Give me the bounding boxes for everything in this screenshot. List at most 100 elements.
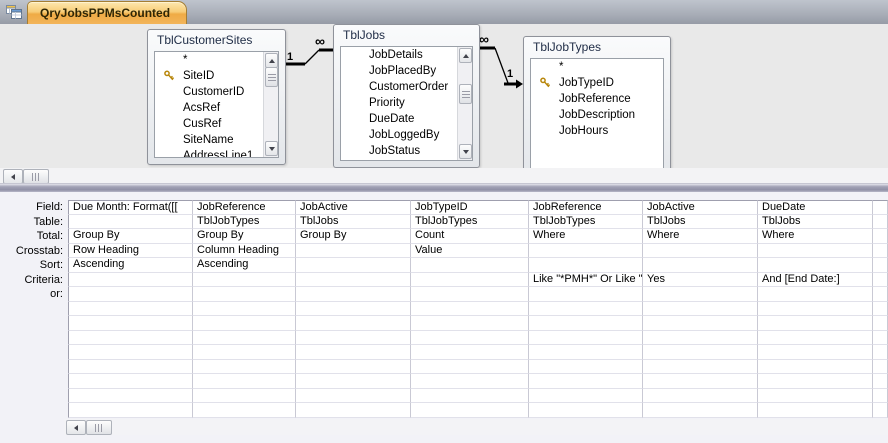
grid-cell-blank-col7[interactable] (758, 316, 873, 331)
grid-cell-blank-col6[interactable] (643, 316, 758, 331)
grid-cell-criteria-col5[interactable]: Like "*PMH*" Or Like " (529, 272, 643, 287)
grid-cell-crosstab-col4[interactable]: Value (411, 243, 529, 258)
scroll-down-button[interactable] (265, 141, 278, 156)
scroll-thumb[interactable] (459, 84, 472, 104)
field-item-customerorder[interactable]: CustomerOrder (341, 79, 472, 95)
grid-cell-field-col2[interactable]: JobReference (193, 200, 296, 215)
grid-cell-blank-col4[interactable] (411, 316, 529, 331)
grid-cell-blank-col7[interactable] (758, 301, 873, 316)
grid-cell-field-col1[interactable]: Due Month: Format([[ (68, 200, 193, 215)
grid-cell-criteria-col7[interactable]: And [End Date:] (758, 272, 873, 287)
grid-cell-blank-col4[interactable] (411, 345, 529, 360)
grid-cell-or-col2[interactable] (193, 287, 296, 302)
grid-cell-blank-col2[interactable] (193, 316, 296, 331)
grid-cell-blank-col7[interactable] (758, 403, 873, 418)
field-list-scrollbar[interactable] (263, 52, 278, 157)
join-lines[interactable] (0, 24, 888, 168)
grid-cell-blank-col4[interactable] (411, 301, 529, 316)
grid-cell-blank-col5[interactable] (529, 403, 643, 418)
grid-cell-table-col2[interactable]: TblJobTypes (193, 214, 296, 229)
grid-cell-table-col3[interactable]: TblJobs (296, 214, 411, 229)
field-item-addressline1[interactable]: AddressLine1 (155, 148, 278, 157)
grid-cell-total-col7[interactable]: Where (758, 229, 873, 244)
grid-cell-blank-col6[interactable] (643, 330, 758, 345)
grid-cell-criteria-col6[interactable]: Yes (643, 272, 758, 287)
field-item-sitename[interactable]: SiteName (155, 132, 278, 148)
field-item-jobstatus[interactable]: JobStatus (341, 143, 472, 159)
grid-cell-field-col7[interactable]: DueDate (758, 200, 873, 215)
grid-cell-blank-col4[interactable] (411, 359, 529, 374)
grid-cell-blank-col2[interactable] (193, 345, 296, 360)
grid-cell-or-col3[interactable] (296, 287, 411, 302)
grid-cell-blank-col4[interactable] (411, 403, 529, 418)
grid-cell-blank-col6[interactable] (643, 403, 758, 418)
grid-cell-blank-col8[interactable] (873, 403, 888, 418)
scroll-up-button[interactable] (459, 48, 472, 63)
scroll-down-button[interactable] (459, 144, 472, 159)
field-item-cusref[interactable]: CusRef (155, 116, 278, 132)
field-item-customerid[interactable]: CustomerID (155, 84, 278, 100)
grid-cell-table-col6[interactable]: TblJobs (643, 214, 758, 229)
grid-cell-blank-col8[interactable] (873, 316, 888, 331)
grid-cell-blank-col8[interactable] (873, 301, 888, 316)
grid-cell-blank-col5[interactable] (529, 388, 643, 403)
grid-cell-field-col3[interactable]: JobActive (296, 200, 411, 215)
grid-cell-blank-col2[interactable] (193, 388, 296, 403)
grid-cell-blank-col7[interactable] (758, 330, 873, 345)
grid-cell-blank-col3[interactable] (296, 359, 411, 374)
grid-cell-blank-col2[interactable] (193, 374, 296, 389)
grid-cell-criteria-col2[interactable] (193, 272, 296, 287)
grid-cell-table-col7[interactable]: TblJobs (758, 214, 873, 229)
table-title[interactable]: TblJobs (343, 28, 386, 42)
scroll-up-button[interactable] (265, 53, 278, 68)
grid-cell-total-col3[interactable]: Group By (296, 229, 411, 244)
grid-cell-blank-col3[interactable] (296, 388, 411, 403)
scroll-thumb[interactable] (23, 169, 49, 184)
grid-cell-sort-col6[interactable] (643, 258, 758, 273)
grid-cell-crosstab-col5[interactable] (529, 243, 643, 258)
grid-cell-field-col6[interactable]: JobActive (643, 200, 758, 215)
grid-cell-blank-col3[interactable] (296, 345, 411, 360)
grid-cell-blank-col1[interactable] (68, 374, 193, 389)
grid-cell-blank-col8[interactable] (873, 374, 888, 389)
grid-cell-blank-col5[interactable] (529, 330, 643, 345)
grid-cell-field-col4[interactable]: JobTypeID (411, 200, 529, 215)
grid-cell-blank-col4[interactable] (411, 388, 529, 403)
table-title[interactable]: TblJobTypes (533, 40, 602, 54)
grid-cell-blank-col2[interactable] (193, 403, 296, 418)
grid-cell-blank-col6[interactable] (643, 301, 758, 316)
grid-cell-blank-col1[interactable] (68, 301, 193, 316)
grid-cell-crosstab-col8[interactable] (873, 243, 888, 258)
grid-cell-blank-col7[interactable] (758, 388, 873, 403)
grid-cell-blank-col7[interactable] (758, 374, 873, 389)
field-item-jobdetails[interactable]: JobDetails (341, 47, 472, 63)
grid-cell-or-col6[interactable] (643, 287, 758, 302)
grid-cell-blank-col2[interactable] (193, 301, 296, 316)
grid-cell-blank-col6[interactable] (643, 345, 758, 360)
grid-cell-crosstab-col7[interactable] (758, 243, 873, 258)
grid-cell-sort-col1[interactable]: Ascending (68, 258, 193, 273)
grid-cell-blank-col1[interactable] (68, 345, 193, 360)
grid-cell-crosstab-col1[interactable]: Row Heading (68, 243, 193, 258)
grid-cell-blank-col1[interactable] (68, 330, 193, 345)
grid-cell-table-col4[interactable]: TblJobTypes (411, 214, 529, 229)
grid-cell-sort-col3[interactable] (296, 258, 411, 273)
grid-cell-crosstab-col3[interactable] (296, 243, 411, 258)
grid-cell-or-col7[interactable] (758, 287, 873, 302)
grid-cell-blank-col8[interactable] (873, 388, 888, 403)
grid-cell-blank-col4[interactable] (411, 330, 529, 345)
grid-cell-blank-col5[interactable] (529, 316, 643, 331)
grid-cell-blank-col3[interactable] (296, 301, 411, 316)
grid-cell-total-col1[interactable]: Group By (68, 229, 193, 244)
grid-cell-sort-col8[interactable] (873, 258, 888, 273)
grid-cell-blank-col8[interactable] (873, 359, 888, 374)
grid-cell-or-col8[interactable] (873, 287, 888, 302)
grid-cell-total-col6[interactable]: Where (643, 229, 758, 244)
grid-cell-blank-col6[interactable] (643, 359, 758, 374)
field-item-priority[interactable]: Priority (341, 95, 472, 111)
grid-cell-or-col5[interactable] (529, 287, 643, 302)
field-item-jobhours[interactable]: JobHours (531, 123, 663, 139)
scroll-left-button[interactable] (66, 420, 86, 435)
grid-cell-blank-col7[interactable] (758, 359, 873, 374)
grid-cell-criteria-col3[interactable] (296, 272, 411, 287)
